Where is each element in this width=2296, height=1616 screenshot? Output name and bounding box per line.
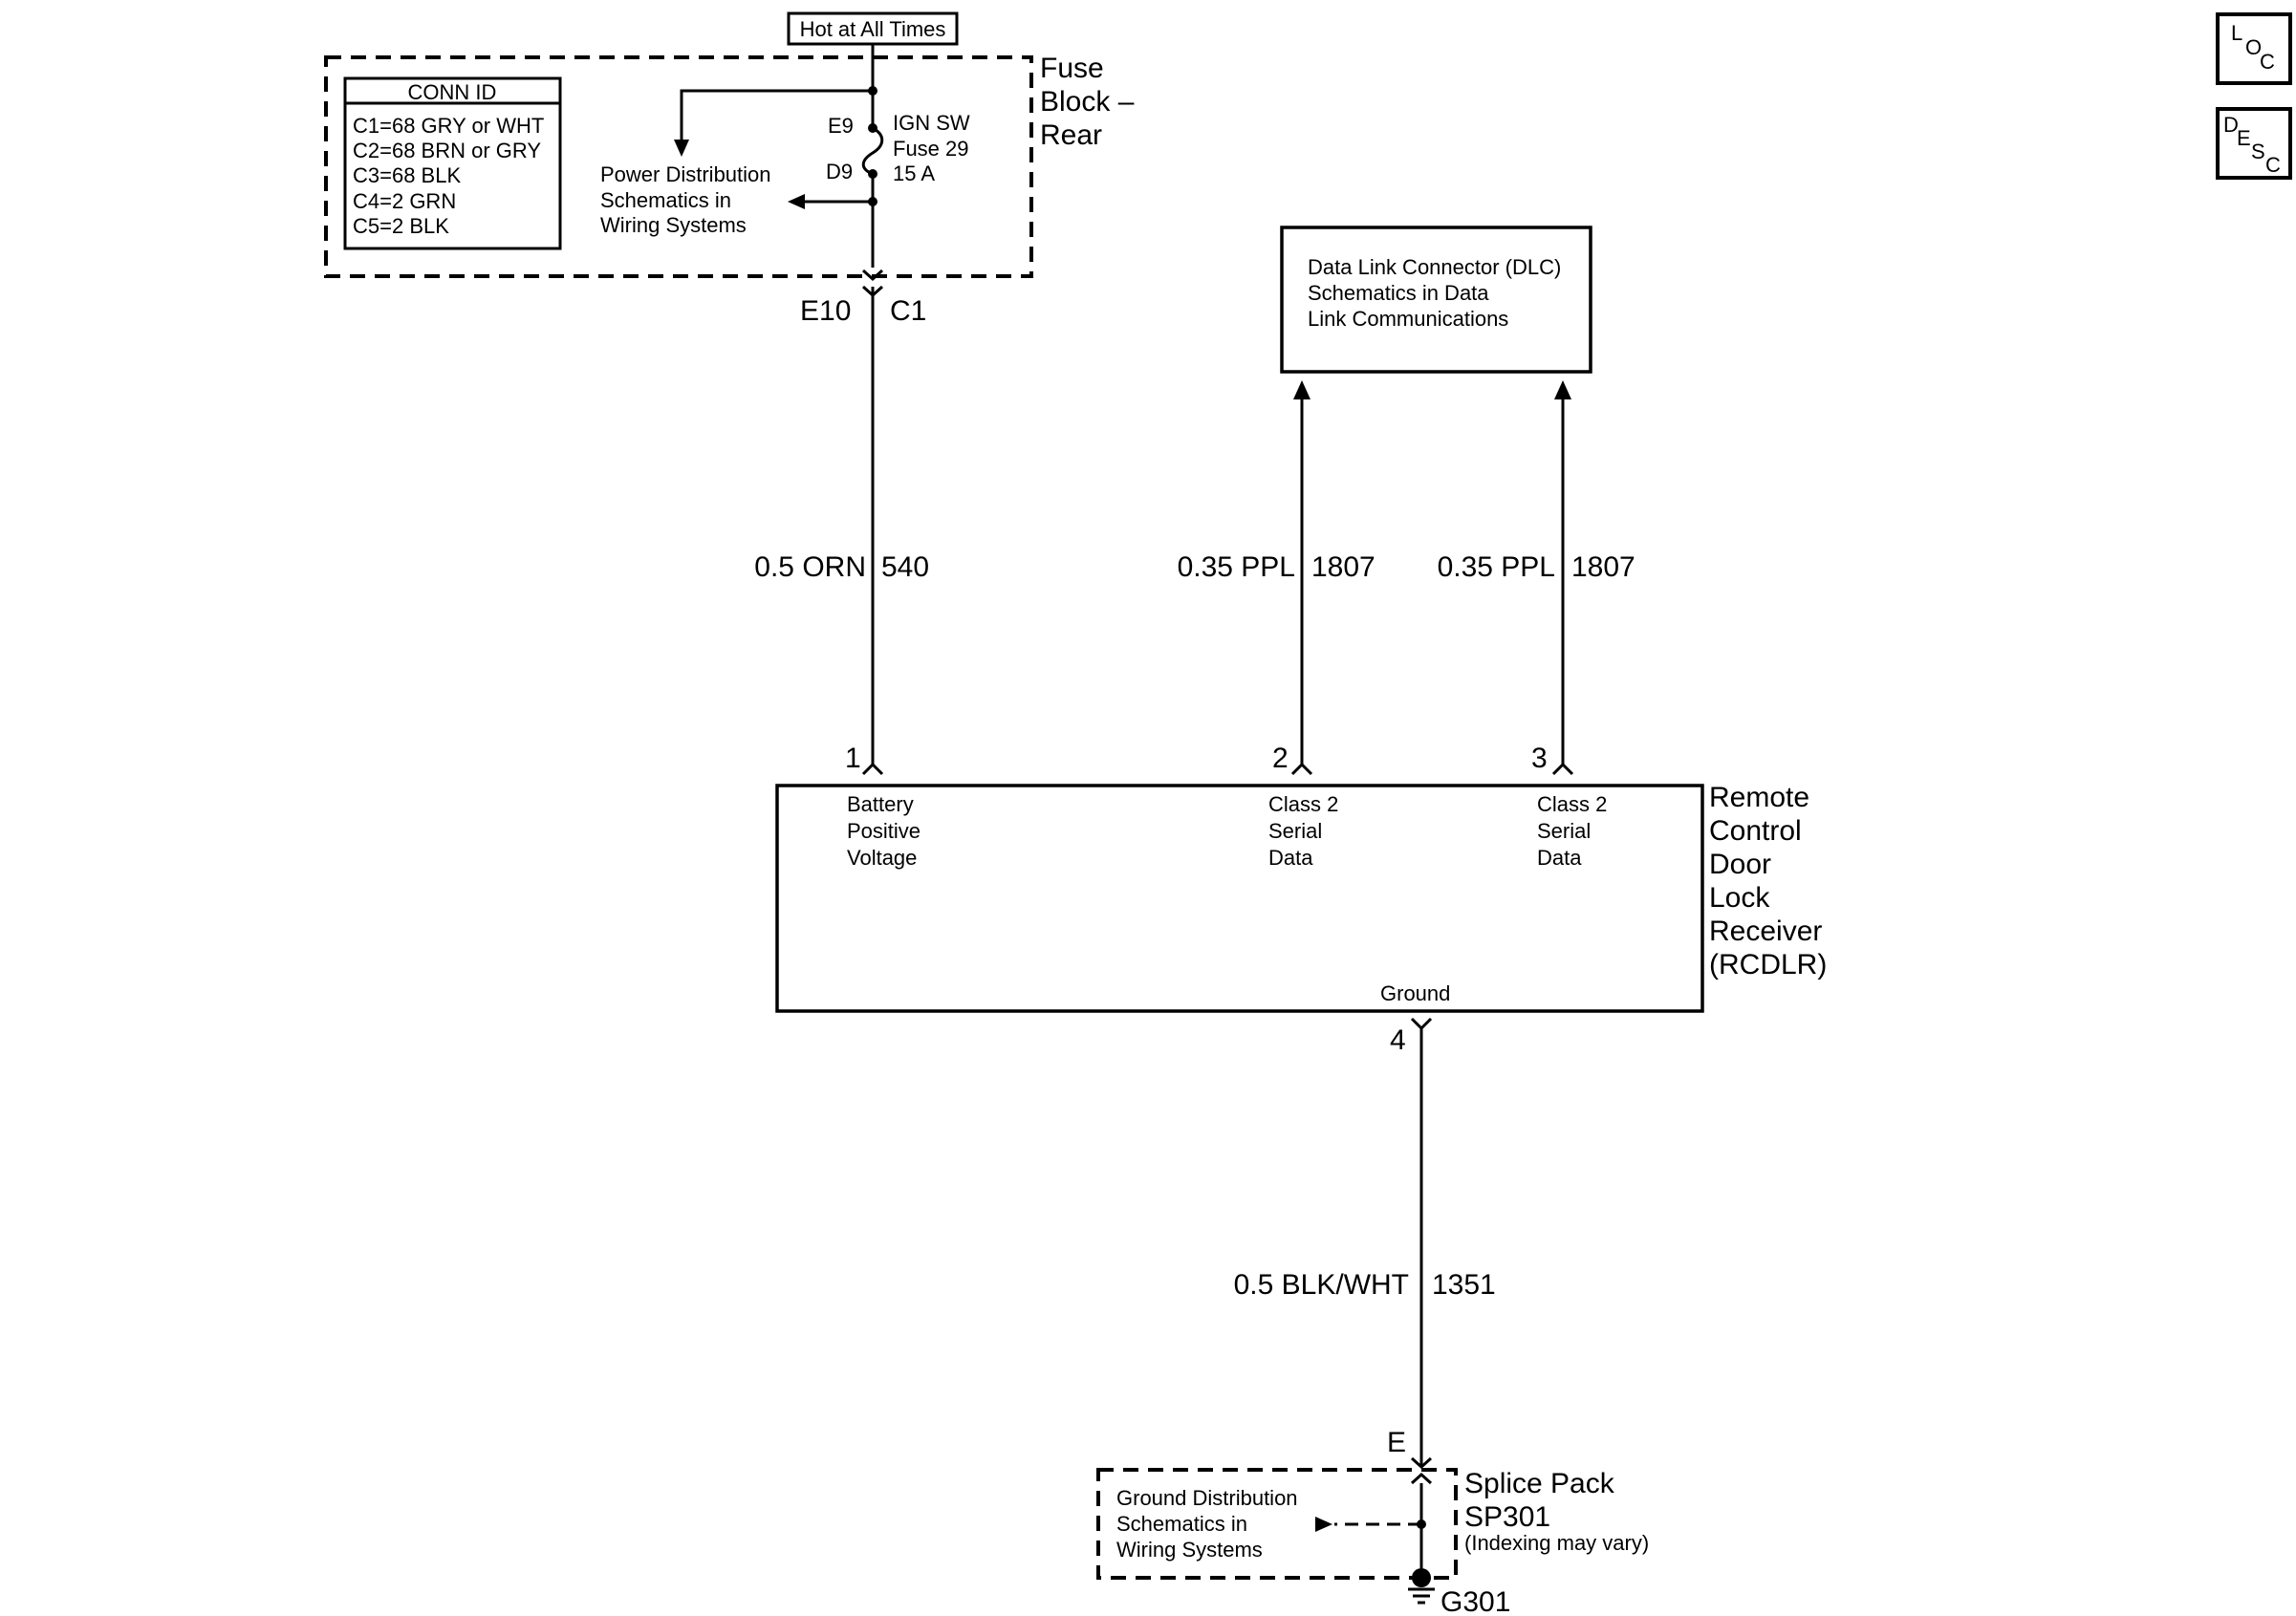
desc-icon[interactable]: D E S C <box>2216 107 2292 180</box>
fuse-internal-wiring: E9 D9 IGN SW Fuse 29 15 A Power Distribu… <box>600 57 970 268</box>
conn-id-table: CONN ID C1=68 GRY or WHT C2=68 BRN or GR… <box>343 76 562 250</box>
connector-label-e10: E10 <box>800 295 851 327</box>
splice-pack-enclosure <box>1096 1468 1458 1580</box>
fuse-block-title-line: Block – <box>1040 86 1135 118</box>
fuse-label-line: Fuse 29 <box>893 137 969 161</box>
ground-symbol-icon: G301 <box>1408 1568 1510 1616</box>
splice-pack-title: Splice Pack SP301 (Indexing may vary) <box>1464 1468 1649 1555</box>
rcdlr-title-line: Receiver <box>1709 916 1822 947</box>
pin-number: 1 <box>845 743 861 774</box>
fuse-block-title-line: Rear <box>1040 119 1102 151</box>
pin-2-desc: Data <box>1268 846 1313 870</box>
conn-id-row: C4=2 GRN <box>353 189 456 213</box>
wire-1351-size-color: 0.5 BLK/WHT <box>1234 1269 1409 1301</box>
rcdlr-title-line: Lock <box>1709 882 1770 914</box>
connector-label-c1: C1 <box>890 295 926 327</box>
fuse-label-line: IGN SW <box>893 111 970 135</box>
conn-id-row: C1=68 GRY or WHT <box>353 114 544 138</box>
pin-d9-label: D9 <box>826 160 853 183</box>
ground-dist-line: Wiring Systems <box>1116 1538 1263 1562</box>
ground-dist-line: Schematics in <box>1116 1512 1247 1536</box>
rcdlr-title-line: Remote <box>1709 782 1809 813</box>
rcdlr-title-line: (RCDLR) <box>1709 949 1827 980</box>
rcdlr-title-line: Door <box>1709 849 1771 880</box>
ground-dist-line: Ground Distribution <box>1116 1486 1298 1510</box>
fuse-block-enclosure <box>324 55 1033 278</box>
pin-2-desc: Serial <box>1268 819 1322 843</box>
wire-1807-a-size-color: 0.35 PPL <box>1178 551 1295 583</box>
desc-letter: C <box>2265 153 2281 177</box>
fuse-block-title-line: Fuse <box>1040 53 1104 84</box>
fuse-icon <box>861 126 884 176</box>
fuse-block-title: Fuse Block – Rear <box>1040 53 1135 151</box>
pin-3-desc: Data <box>1537 846 1582 870</box>
wire-1351-circuit: 1351 <box>1432 1269 1496 1301</box>
loc-icon[interactable]: L O C <box>2216 12 2292 85</box>
splice-note: (Indexing may vary) <box>1464 1531 1649 1555</box>
ground-id-label: G301 <box>1440 1586 1510 1616</box>
connector-e: E <box>1387 1427 1433 1485</box>
loc-letter: C <box>2260 50 2275 74</box>
conn-id-title: CONN ID <box>408 80 497 104</box>
wire-1807-a-circuit: 1807 <box>1311 551 1375 583</box>
rcdlr-title-line: Control <box>1709 815 1802 847</box>
rcdlr-title: Remote Control Door Lock Receiver (RCDLR… <box>1709 782 1827 980</box>
pin-e9-label: E9 <box>828 114 854 138</box>
pin-1-desc: Battery <box>847 792 914 816</box>
up-arrow-icon <box>1293 380 1310 399</box>
pin-number: 4 <box>1390 1024 1406 1056</box>
down-arrow-icon <box>674 140 689 157</box>
loc-letter: L <box>2231 21 2242 45</box>
pin-3-desc: Class 2 <box>1537 792 1607 816</box>
dlc-line: Schematics in Data <box>1308 281 1489 305</box>
pin-1-desc: Positive <box>847 819 921 843</box>
left-arrow-icon <box>788 194 805 209</box>
right-arrow-icon <box>1315 1517 1332 1532</box>
conn-id-row: C3=68 BLK <box>353 163 461 187</box>
connector-e-label: E <box>1387 1427 1406 1458</box>
wire-1807-b-size-color: 0.35 PPL <box>1438 551 1555 583</box>
conn-id-row: C2=68 BRN or GRY <box>353 139 541 162</box>
hot-at-all-times-label: Hot at All Times <box>800 17 946 41</box>
dlc-line: Data Link Connector (DLC) <box>1308 255 1561 279</box>
power-dist-line: Power Distribution <box>600 162 771 186</box>
loc-letter: O <box>2245 35 2262 59</box>
wire-540-circuit: 540 <box>881 551 929 583</box>
pin-2-desc: Class 2 <box>1268 792 1338 816</box>
desc-letter: S <box>2251 140 2265 163</box>
connector-e10-c1: E10 C1 <box>800 269 926 327</box>
wire-540-size-color: 0.5 ORN <box>754 551 866 583</box>
ground-pin-4: 4 <box>1390 1017 1433 1056</box>
splice-title-line: Splice Pack <box>1464 1468 1615 1499</box>
dlc-line: Link Communications <box>1308 307 1508 331</box>
up-arrow-icon <box>1554 380 1571 399</box>
pin-number: 2 <box>1272 743 1289 774</box>
pin-1-desc: Voltage <box>847 846 917 870</box>
hot-at-all-times-box: Hot at All Times <box>787 11 959 46</box>
desc-letter: D <box>2223 113 2239 137</box>
splice-title-line: SP301 <box>1464 1501 1550 1533</box>
splice-pack-internal: Ground Distribution Schematics in Wiring… <box>1116 1483 1426 1575</box>
power-dist-line: Wiring Systems <box>600 213 747 237</box>
desc-letter: E <box>2237 126 2251 150</box>
pin-number: 3 <box>1531 743 1548 774</box>
ground-pin-desc: Ground <box>1380 981 1450 1005</box>
fuse-label-line: 15 A <box>893 162 935 185</box>
pin-3-desc: Serial <box>1537 819 1591 843</box>
dlc-reference-box: Data Link Connector (DLC) Schematics in … <box>1280 226 1592 374</box>
wire-1807-b-circuit: 1807 <box>1571 551 1635 583</box>
rcdlr-component: Battery Positive Voltage Class 2 Serial … <box>775 784 1704 1013</box>
power-dist-line: Schematics in <box>600 188 731 212</box>
rcdlr-top-pins: 1 2 3 <box>845 743 1574 776</box>
conn-id-row: C5=2 BLK <box>353 214 449 238</box>
